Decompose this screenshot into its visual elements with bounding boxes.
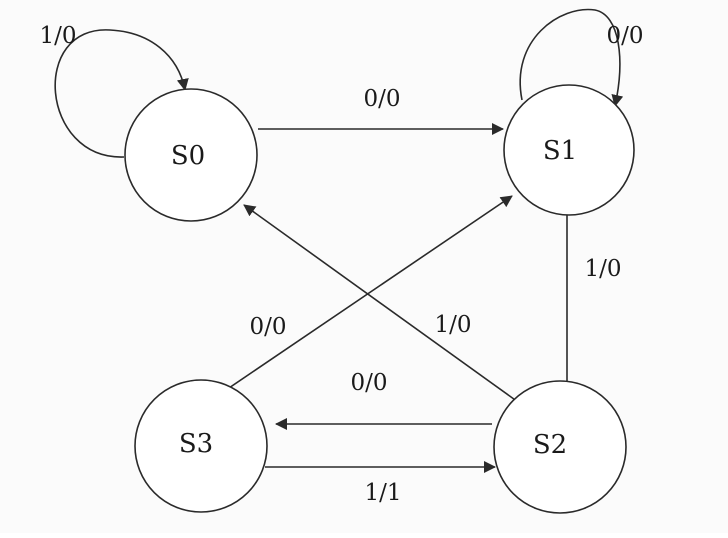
edge-label-s2-s3: 0/0	[350, 370, 387, 396]
state-s0-label: S0	[171, 141, 205, 171]
edge-label-s0-s1: 0/0	[363, 86, 400, 112]
edge-label-s1-s1: 0/0	[606, 23, 643, 49]
edge-s3-s1	[225, 195, 513, 391]
edge-label-s2-s0: 1/0	[434, 312, 471, 338]
edge-s0-s0	[54, 29, 189, 158]
edge-label-s3-s1: 0/0	[249, 314, 286, 340]
state-s1-label: S1	[543, 136, 577, 166]
edge-label-s1-s2: 1/0	[584, 256, 621, 282]
state-s1: S1	[503, 84, 635, 216]
state-s3-label: S3	[179, 429, 213, 459]
state-s2: S2	[493, 380, 627, 514]
edge-label-s0-s0: 1/0	[39, 23, 76, 49]
state-s3: S3	[134, 379, 268, 513]
edge-s1-s1	[519, 8, 624, 107]
state-s2-label: S2	[533, 430, 567, 460]
edge-label-s3-s2: 1/1	[364, 480, 401, 506]
edge-s2-s0	[243, 204, 519, 403]
state-s0: S0	[124, 88, 258, 222]
